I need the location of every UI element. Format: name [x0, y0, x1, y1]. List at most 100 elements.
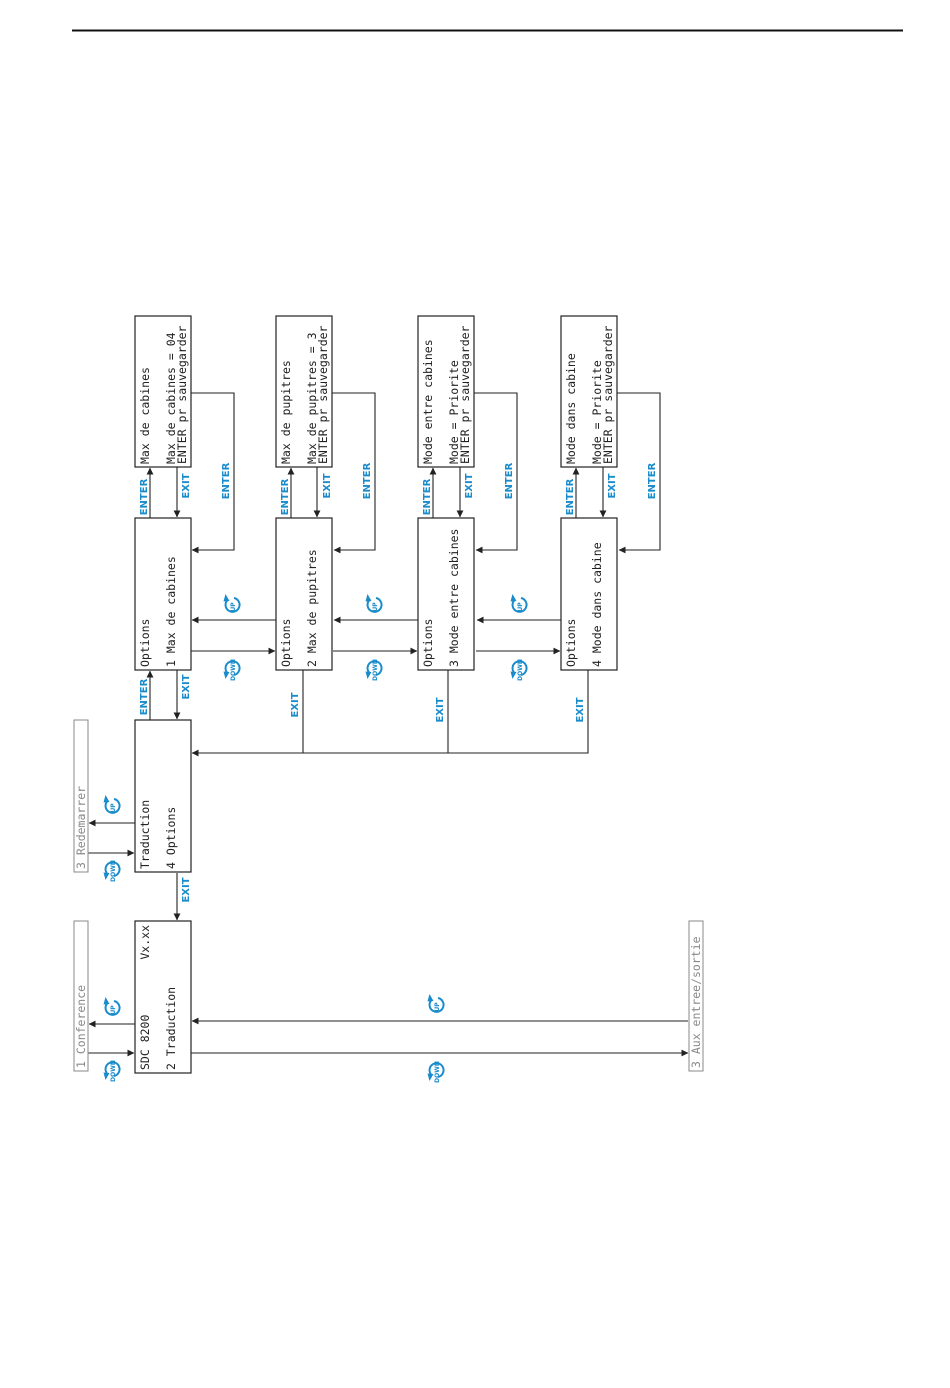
enter-label-save-3: ENTER [504, 462, 515, 499]
exit-label-options: EXIT [181, 674, 192, 699]
up-icon-label: UP [230, 602, 237, 612]
screen-options-2-line2: 2 Max de pupitres [305, 549, 319, 667]
screen-options-1-frame [134, 517, 192, 671]
down-icon-label: DOWN [230, 659, 237, 681]
screen-edit-3-line1: Mode entre cabines [421, 339, 435, 464]
screen-main-version: Vx.xx [138, 925, 152, 960]
down-icon-label: DOWN [434, 1061, 441, 1083]
screen-edit-2-line3: ENTER pr sauvegarder [316, 325, 330, 464]
screen-conference: 1 Conference [73, 920, 89, 1072]
up-icon-label: UP [110, 803, 117, 813]
screen-main: SDC 8200 Vx.xx 2 Traduction [134, 920, 192, 1074]
screen-edit-2-frame [275, 315, 333, 468]
key-labels: ENTER EXIT EXIT ENTER EXIT ENTER ENTER E… [139, 462, 658, 902]
screen-main-frame [134, 920, 192, 1074]
down-icon-label: DOWN [110, 860, 117, 882]
exit-label-edit-1: EXIT [181, 473, 192, 498]
screen-redemarrer-frame [73, 719, 89, 873]
enter-label-save-2: ENTER [362, 462, 373, 499]
exit-label-traduction: EXIT [181, 877, 192, 902]
screen-edit-1: Max de cabines Max de cabines = 04 ENTER… [134, 315, 192, 468]
screen-aux-frame [688, 920, 704, 1072]
screen-options-2: Options 2 Max de pupitres [275, 517, 333, 671]
screen-options-4-line2: 4 Mode dans cabine [590, 542, 604, 667]
up-icon-label: UP [434, 1002, 441, 1012]
screen-edit-3-line2: Mode = Priorite [447, 360, 461, 464]
screen-options-4-frame [560, 517, 618, 671]
exit-label-options-2: EXIT [290, 692, 301, 717]
up-icon: UP [509, 593, 528, 613]
screen-edit-2-line2: Max de pupitres = 3 [305, 332, 319, 464]
up-icon-label: UP [517, 602, 524, 612]
screen-options-1-line1: Options [138, 619, 152, 667]
up-icon: UP [102, 794, 121, 814]
down-icon: DOWN [222, 659, 241, 681]
screen-edit-2: Max de pupitres Max de pupitres = 3 ENTE… [275, 315, 333, 468]
down-icon: DOWN [364, 659, 383, 681]
screen-edit-3-frame [417, 315, 475, 468]
exit-label-options-3: EXIT [435, 697, 446, 722]
up-icon: UP [102, 996, 121, 1016]
screen-edit-4-frame [560, 315, 618, 468]
exit-label-options-4: EXIT [575, 697, 586, 722]
screen-traduction-line2: 4 Options [164, 807, 178, 869]
screen-options-3-line1: Options [421, 619, 435, 667]
screen-options-2-line1: Options [279, 619, 293, 667]
enter-label-edit-2: ENTER [280, 478, 291, 515]
screen-edit-4-line1: Mode dans cabine [564, 353, 578, 464]
nav-icons: UP DOWN UP DOWN UP DOWN UP DO [102, 593, 528, 1083]
screen-edit-4-line3: ENTER pr sauvegarder [601, 325, 615, 464]
exit-label-edit-4: EXIT [607, 473, 618, 498]
down-icon-label: DOWN [372, 659, 379, 681]
up-icon-label: UP [372, 602, 379, 612]
screen-options-1-line2: 1 Max de cabines [164, 556, 178, 667]
up-icon: UP [364, 593, 383, 613]
save-loop-1 [191, 392, 235, 554]
enter-label-edit-1: ENTER [139, 478, 150, 515]
exit-bus [191, 670, 589, 757]
save-loop-3 [474, 392, 518, 554]
exit-label-edit-2: EXIT [322, 473, 333, 498]
screen-redemarrer-line1: 3 Redemarrer [74, 786, 88, 869]
enter-label-options: ENTER [139, 678, 150, 715]
screen-edit-3: Mode entre cabines Mode = Priorite ENTER… [417, 315, 475, 468]
screen-redemarrer: 3 Redemarrer [73, 719, 89, 873]
up-icon: UP [426, 993, 445, 1013]
screen-edit-3-line3: ENTER pr sauvegarder [458, 325, 472, 464]
screen-traduction-frame [134, 719, 192, 873]
connectors [88, 392, 689, 1057]
enter-label-save-4: ENTER [647, 462, 658, 499]
screen-edit-1-line1: Max de cabines [138, 367, 152, 464]
screen-edit-4-line2: Mode = Priorite [590, 360, 604, 464]
screen-options-3: Options 3 Mode entre cabines [417, 517, 475, 671]
down-icon: DOWN [426, 1061, 445, 1083]
screen-edit-2-line1: Max de pupitres [279, 360, 293, 464]
down-icon-label: DOWN [517, 659, 524, 681]
screen-edit-4: Mode dans cabine Mode = Priorite ENTER p… [560, 315, 618, 468]
screen-edit-1-frame [134, 315, 192, 468]
enter-label-edit-3: ENTER [422, 478, 433, 515]
enter-label-save-1: ENTER [221, 462, 232, 499]
screen-conference-line1: 1 Conference [74, 985, 88, 1068]
save-loop-2 [332, 392, 376, 554]
down-icon: DOWN [102, 860, 121, 882]
up-icon: UP [222, 593, 241, 613]
screen-edit-1-line3: ENTER pr sauvegarder [175, 325, 189, 464]
screen-options-1: Options 1 Max de cabines [134, 517, 192, 671]
screen-edit-1-line2: Max de cabines = 04 [164, 332, 178, 464]
screen-options-3-frame [417, 517, 475, 671]
exit-label-edit-3: EXIT [464, 473, 475, 498]
down-icon-label: DOWN [110, 1060, 117, 1082]
up-icon-label: UP [110, 1005, 117, 1015]
screen-conference-frame [73, 920, 89, 1072]
screen-traduction: Traduction 4 Options [134, 719, 192, 873]
down-icon: DOWN [509, 659, 528, 681]
screen-options-2-frame [275, 517, 333, 671]
screen-options-4-line1: Options [564, 619, 578, 667]
screen-traduction-line1: Traduction [138, 800, 152, 869]
screen-aux: 3 Aux entree/sortie [688, 920, 704, 1072]
enter-label-edit-4: ENTER [565, 478, 576, 515]
screen-options-4: Options 4 Mode dans cabine [560, 517, 618, 671]
save-loop-4 [617, 392, 661, 554]
